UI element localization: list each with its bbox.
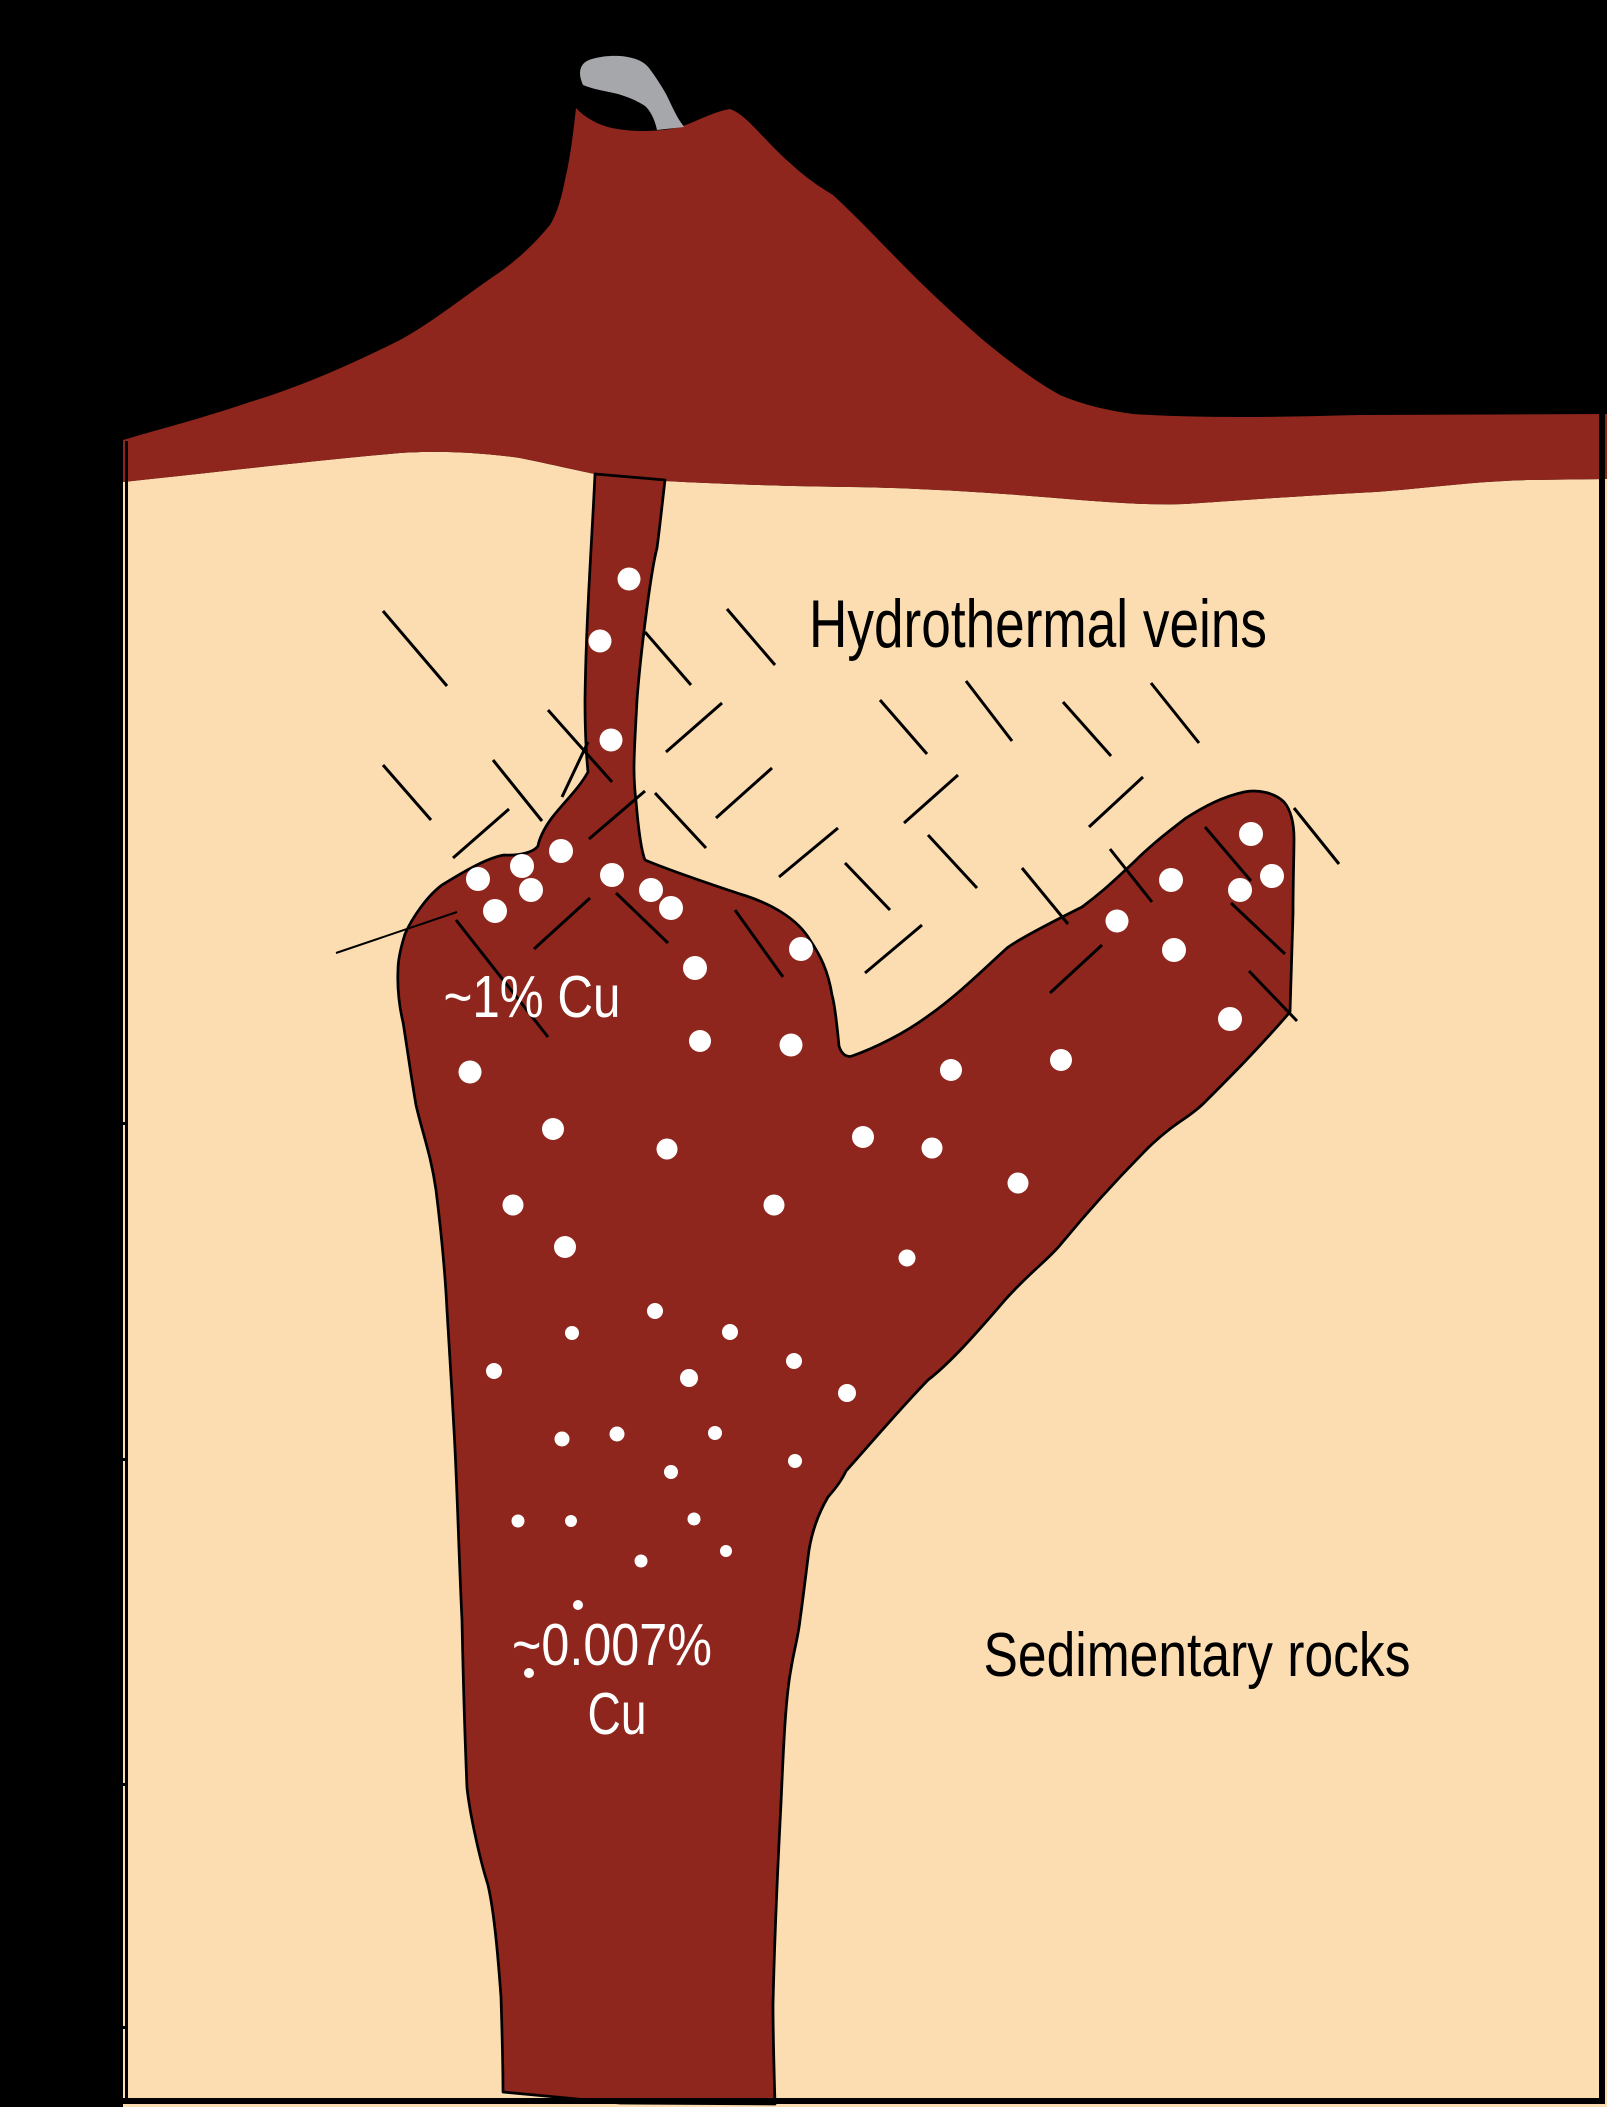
svg-text:~0.007%: ~0.007% [512,1612,712,1678]
svg-text:Sedimentary rocks: Sedimentary rocks [984,1621,1411,1690]
svg-text:Cu: Cu [588,1681,647,1747]
svg-text:Hydrothermal veins: Hydrothermal veins [809,586,1267,662]
svg-text:~1% Cu: ~1% Cu [444,964,621,1030]
